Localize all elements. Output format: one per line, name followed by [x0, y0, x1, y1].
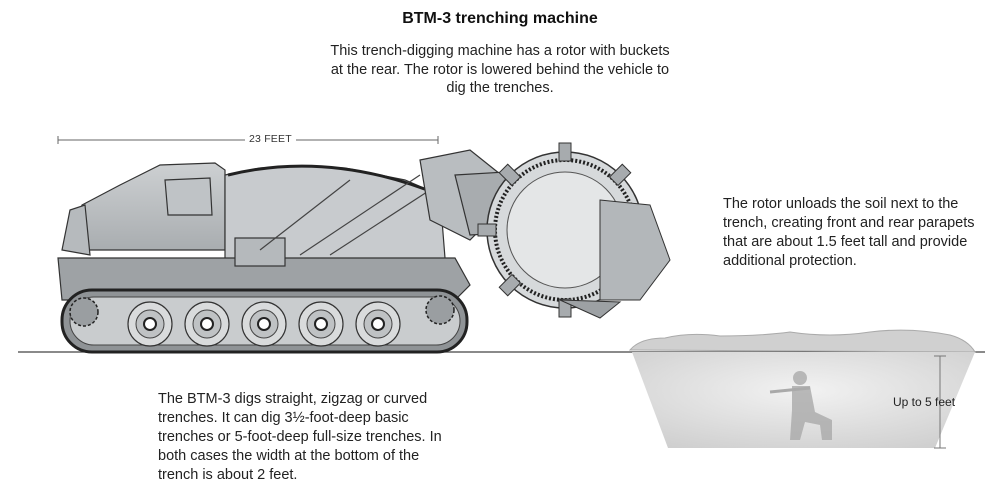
- road-wheels: [69, 295, 455, 347]
- idler-wheel: [425, 295, 455, 325]
- graphic-subtitle: This trench-digging machine has a rotor …: [330, 43, 670, 96]
- rotor-bucket: [558, 142, 572, 162]
- rotor-bucket: [498, 273, 522, 297]
- road-wheel: [184, 301, 230, 347]
- digging-annotation: The BTM-3 digs straight, zigzag or curve…: [158, 391, 442, 483]
- rotor-bucket: [498, 163, 522, 187]
- soil-parapet: [628, 329, 976, 353]
- soldier-figure: [769, 371, 832, 440]
- road-wheel: [241, 301, 287, 347]
- rotor-annotation: The rotor unloads the soil next to the t…: [723, 196, 975, 269]
- rotor: [477, 142, 671, 319]
- rotor-bucket: [608, 163, 632, 187]
- road-wheel: [298, 301, 344, 347]
- length-dimension-label: 23 FEET: [245, 133, 296, 145]
- drive-sprocket: [69, 297, 99, 327]
- vehicle: [57, 162, 471, 301]
- rotor-bucket: [477, 223, 497, 237]
- trench-depth-label: Up to 5 feet: [893, 395, 956, 409]
- graphic-title: BTM-3 trenching machine: [402, 10, 598, 27]
- road-wheel: [127, 301, 173, 347]
- road-wheel: [355, 301, 401, 347]
